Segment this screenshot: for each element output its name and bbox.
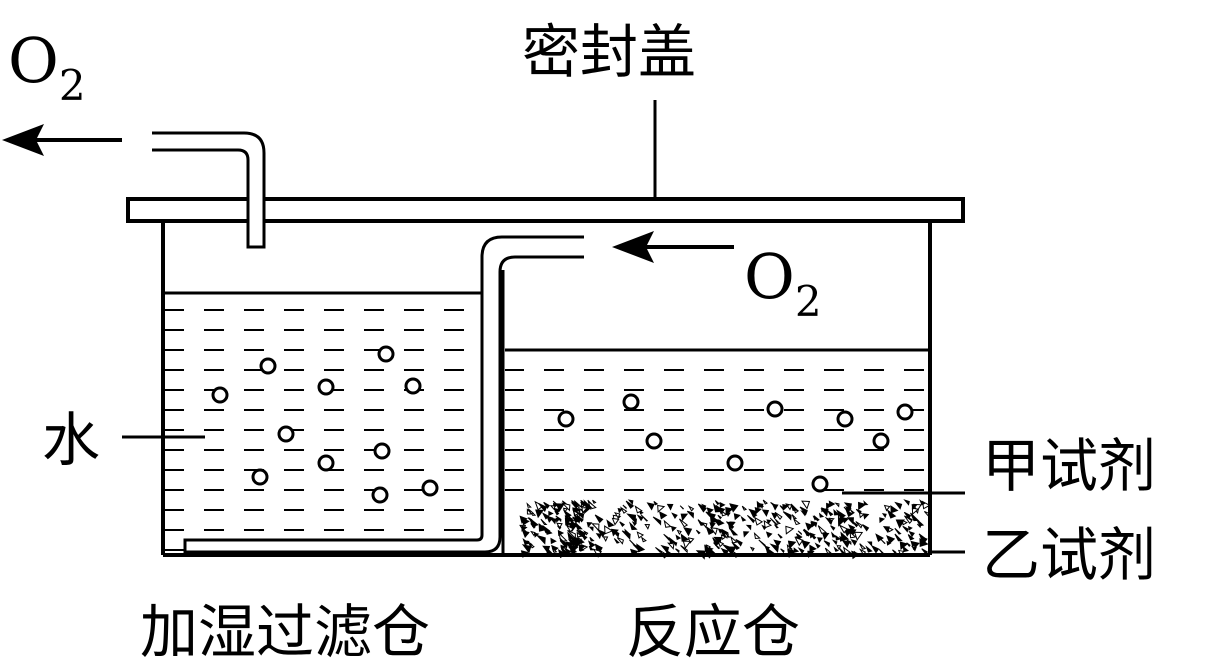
humidifier-chamber-label: 加湿过滤仓 <box>140 598 430 666</box>
bubble <box>317 378 335 396</box>
o2-in-arrow <box>612 231 734 263</box>
liquid-fill-right <box>505 350 930 500</box>
reagent-a-label: 甲试剂 <box>982 432 1156 500</box>
water-fill-left <box>163 293 485 555</box>
bubble <box>872 432 890 450</box>
outlet-tube <box>152 131 266 249</box>
bubble <box>557 410 575 428</box>
bubble <box>404 377 422 395</box>
bubble <box>377 345 395 363</box>
bubble <box>622 393 640 411</box>
bubble <box>645 432 663 450</box>
bubbles-left <box>211 345 439 504</box>
bubble <box>277 425 295 443</box>
inlet-tube <box>183 235 584 554</box>
bubble <box>726 454 744 472</box>
water-label: 水 <box>42 406 100 474</box>
reagent-b-label: 乙试剂 <box>982 521 1156 589</box>
o2-out-arrow <box>2 124 122 156</box>
lid-label: 密封盖 <box>522 18 696 86</box>
bubble <box>317 454 335 472</box>
bubble <box>836 410 854 428</box>
bubble <box>421 479 439 497</box>
bubble <box>766 400 784 418</box>
bubble <box>896 403 914 421</box>
bubbles-right <box>557 393 914 493</box>
bubble <box>211 386 229 404</box>
reaction-chamber-label: 反应仓 <box>626 598 800 666</box>
bubble <box>251 468 269 486</box>
bubble <box>371 486 389 504</box>
sealed-lid <box>126 197 965 223</box>
o2-in-label: O2 <box>744 240 822 326</box>
reagent-b-granules <box>519 499 931 560</box>
o2-out-label: O2 <box>8 24 86 110</box>
bubble <box>811 475 829 493</box>
bubble <box>373 442 391 460</box>
bubble <box>259 357 277 375</box>
